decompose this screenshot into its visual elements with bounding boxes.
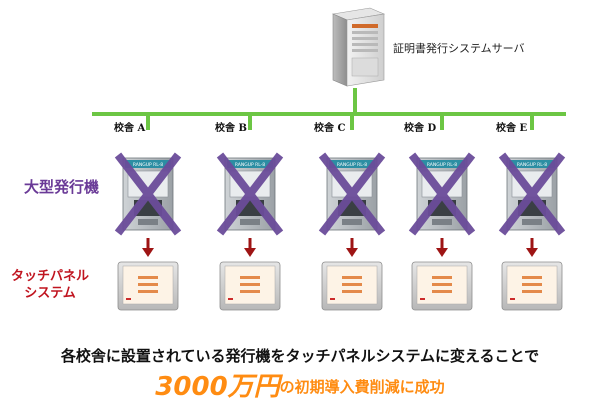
down-arrow-icon-d: [436, 238, 448, 257]
network-lines: [92, 88, 566, 130]
cross-icon-a: [114, 152, 182, 236]
down-arrow-icon-e: [526, 238, 538, 257]
cross-icon-b: [216, 152, 284, 236]
campus-label-b: 校舎 B: [215, 123, 247, 134]
campus-label-c: 校舎 C: [314, 123, 346, 134]
cross-out-marks: [114, 152, 566, 236]
touch-panel-row-label-line1: タッチパネル: [10, 269, 89, 284]
machine-panel-text-e: RANGUP RL-8: [517, 162, 547, 168]
server-tower-icon: [331, 7, 386, 87]
touch-panel-icon-c: [321, 261, 383, 311]
caption-line-1: 各校舎に設置されている発行機をタッチパネルシステムに変えることで: [60, 347, 540, 365]
down-arrow-icon-b: [244, 238, 256, 257]
touch-panel-icon-e: [501, 261, 563, 311]
caption-line-2-rest: の初期導入費削減に成功: [279, 378, 445, 396]
campus-label-a: 校舎 A: [114, 123, 146, 134]
old-machine-row-label: 大型発行機: [24, 178, 100, 196]
machine-panel-labels: RANGUP RL-8 RANGUP RL-8 RANGUP RL-8 RANG…: [133, 162, 547, 168]
touch-panel-icon-b: [219, 261, 281, 311]
touch-panel-row-label: タッチパネル システム: [10, 268, 90, 302]
down-arrow-icon-c: [346, 238, 358, 257]
touch-panel-icon-d: [411, 261, 473, 311]
cross-icon-c: [318, 152, 386, 236]
machine-panel-text-c: RANGUP RL-8: [337, 162, 367, 168]
cost-saving-amount: 3000万円: [155, 372, 280, 402]
old-machines: [122, 157, 558, 231]
caption-line-2: 3000万円の初期導入費削減に成功: [0, 366, 600, 403]
machine-panel-text-d: RANGUP RL-8: [427, 162, 457, 168]
down-arrow-icon-a: [142, 238, 154, 257]
cross-icon-d: [408, 152, 476, 236]
campus-label-e: 校舎 E: [496, 123, 528, 134]
campus-label-d: 校舎 D: [404, 123, 437, 134]
server-label: 証明書発行システムサーバ: [393, 42, 525, 55]
machine-panel-text-b: RANGUP RL-8: [235, 162, 265, 168]
down-arrows: [142, 238, 538, 257]
touch-panels: [117, 261, 563, 311]
touch-panel-icon-a: [117, 261, 179, 311]
touch-panel-row-label-line2: システム: [24, 286, 76, 301]
machine-panel-text-a: RANGUP RL-8: [133, 162, 163, 168]
cross-icon-e: [498, 152, 566, 236]
